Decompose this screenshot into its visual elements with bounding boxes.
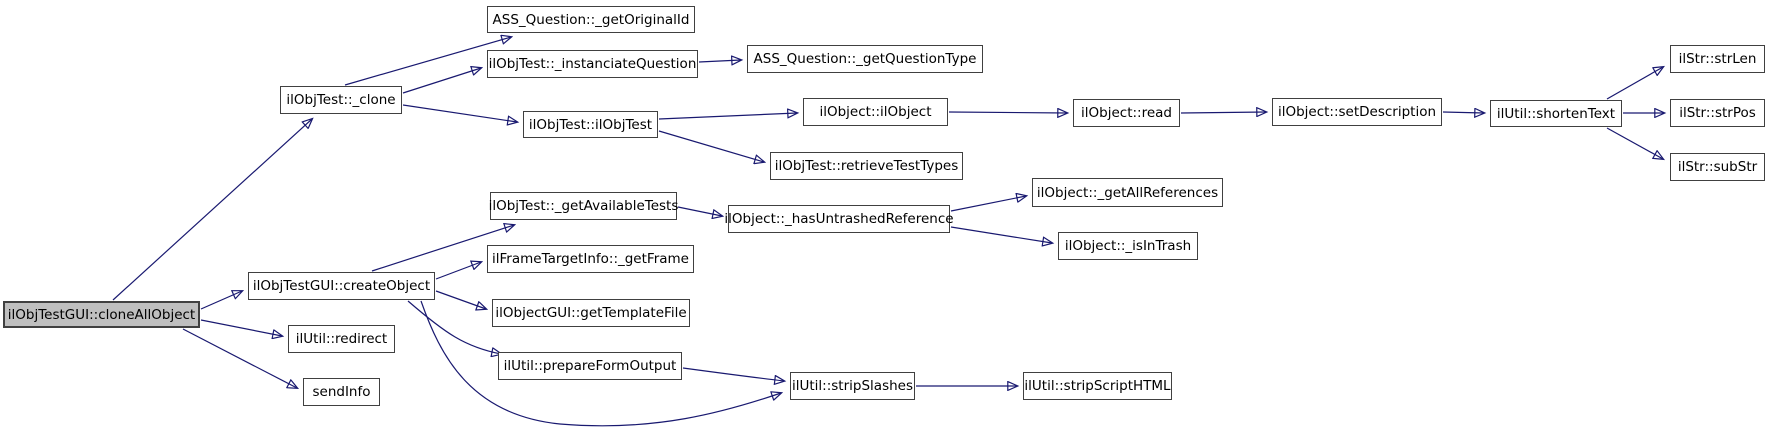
node-redirect[interactable]: ilUtil::redirect [288, 325, 395, 353]
edge-hasUntrashedReference-getAllReferences [950, 196, 1026, 212]
edge-ilObjTestCtor-ilObjectCtor [658, 113, 797, 120]
node-setDescription[interactable]: ilObject::setDescription [1272, 98, 1442, 126]
edge-read-setDescription [1180, 112, 1266, 113]
node-stripScriptHTML[interactable]: ilUtil::stripScriptHTML [1023, 372, 1172, 400]
edge-shortenText-strLen [1606, 67, 1663, 100]
edge-ilObjTestCtor-retrieveTestTypes [658, 130, 764, 162]
edge-getAvailableTests-hasUntrashedReference [677, 206, 722, 216]
node-getOriginalId[interactable]: ASS_Question::_getOriginalId [487, 6, 695, 33]
edge-cloneAllObject-redirect [200, 319, 282, 336]
node-stripSlashes[interactable]: ilUtil::stripSlashes [790, 372, 915, 400]
edge-clone-getOriginalId [344, 37, 511, 86]
edges [112, 37, 1664, 427]
node-strLen[interactable]: ilStr::strLen [1670, 45, 1765, 73]
edge-createObject-getFrame [435, 262, 481, 280]
edge-hasUntrashedReference-isInTrash [950, 226, 1052, 243]
node-read[interactable]: ilObject::read [1073, 99, 1180, 127]
edge-createObject-stripSlashes [420, 300, 781, 427]
edge-ilObjectCtor-read [948, 112, 1067, 113]
node-getQuestionType[interactable]: ASS_Question::_getQuestionType [747, 45, 983, 73]
node-getAvailableTests[interactable]: ilObjTest::_getAvailableTests [489, 192, 678, 220]
node-isInTrash[interactable]: ilObject::_isInTrash [1058, 232, 1198, 260]
node-retrieveTestTypes[interactable]: ilObjTest::retrieveTestTypes [770, 152, 963, 180]
edge-instanciateQuestion-getQuestionType [698, 60, 741, 62]
node-shortenText[interactable]: ilUtil::shortenText [1490, 100, 1622, 127]
edge-clone-ilObjTestCtor [402, 104, 517, 122]
edge-prepareFormOutput-stripSlashes [682, 367, 784, 381]
node-ilObjTestCtor[interactable]: ilObjTest::ilObjTest [523, 111, 658, 138]
edge-createObject-getTemplateFile [435, 290, 486, 309]
node-sendInfo[interactable]: sendInfo [303, 378, 380, 406]
node-prepareFormOutput[interactable]: ilUtil::prepareFormOutput [498, 352, 682, 380]
node-cloneAllObject[interactable]: ilObjTestGUI::cloneAllObject [3, 301, 200, 328]
node-clone[interactable]: ilObjTest::_clone [280, 86, 402, 114]
node-hasUntrashedReference[interactable]: ilObject::_hasUntrashedReference [724, 205, 954, 233]
node-subStr[interactable]: ilStr::subStr [1670, 153, 1765, 181]
node-getTemplateFile[interactable]: ilObjectGUI::getTemplateFile [492, 299, 690, 327]
edge-createObject-prepareFormOutput [407, 300, 501, 354]
edge-cloneAllObject-createObject [200, 291, 242, 310]
node-getAllReferences[interactable]: ilObject::_getAllReferences [1032, 178, 1223, 207]
node-createObject[interactable]: ilObjTestGUI::createObject [248, 272, 435, 300]
node-strPos[interactable]: ilStr::strPos [1670, 99, 1765, 127]
edge-cloneAllObject-sendInfo [182, 328, 297, 388]
edge-shortenText-subStr [1606, 127, 1663, 159]
edge-createObject-getAvailableTests [371, 225, 514, 272]
edge-cloneAllObject-clone [112, 119, 312, 301]
node-getFrame[interactable]: ilFrameTargetInfo::_getFrame [487, 245, 694, 273]
edge-setDescription-shortenText [1442, 112, 1484, 113]
node-instanciateQuestion[interactable]: ilObjTest::_instanciateQuestion [487, 50, 698, 78]
node-ilObjectCtor[interactable]: ilObject::ilObject [803, 98, 948, 126]
edge-clone-instanciateQuestion [402, 68, 481, 94]
